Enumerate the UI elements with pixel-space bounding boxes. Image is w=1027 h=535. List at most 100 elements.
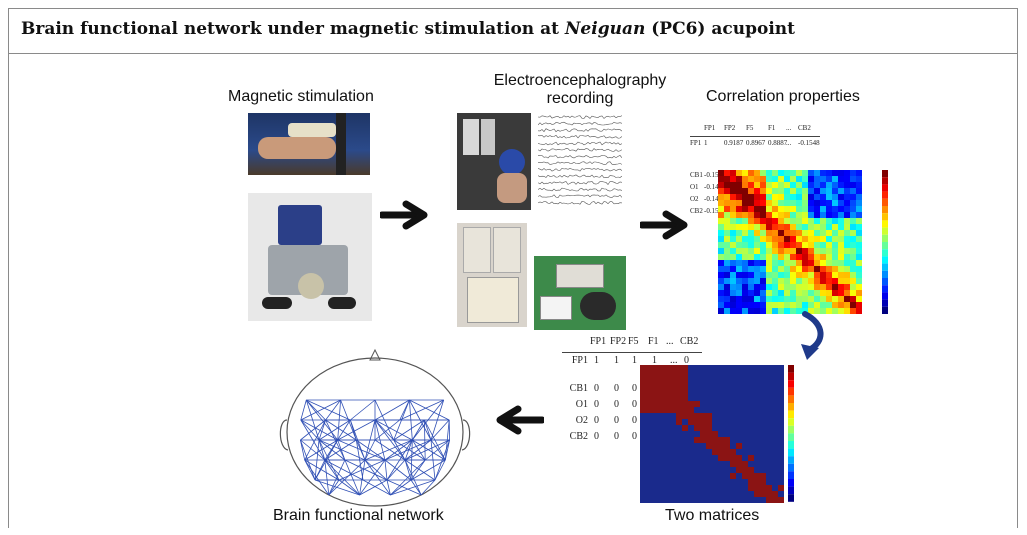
bin-matrix-cell [736, 461, 742, 467]
bin-matrix-cell [748, 467, 754, 473]
corr-heat-cell [796, 182, 802, 188]
corr-cell: 1 [704, 139, 708, 147]
corr-heat-cell [760, 260, 766, 266]
corr-heat-cell [748, 272, 754, 278]
network-edge [304, 459, 330, 496]
corr-heat-cell [724, 284, 730, 290]
corr-heat-cell [730, 266, 736, 272]
corr-heat-cell [856, 254, 862, 260]
corr-heat-cell [748, 182, 754, 188]
corr-heat-cell [850, 176, 856, 182]
corr-heat-cell [826, 206, 832, 212]
corr-heat-cell [784, 302, 790, 308]
bin-matrix-cell [754, 479, 760, 485]
corr-heat-cell [754, 188, 760, 194]
network-edge [410, 479, 422, 496]
corr-heat-cell [808, 290, 814, 296]
network-edge [424, 439, 450, 461]
network-edge [364, 439, 376, 461]
bin-matrix-cell [658, 365, 664, 371]
corr-heat-cell [850, 308, 856, 314]
bin-matrix-cell [664, 395, 670, 401]
eeg-trace-line [538, 167, 622, 172]
corr-heat-cell [808, 248, 814, 254]
corr-heat-cell [826, 194, 832, 200]
corr-col-header: ... [786, 124, 792, 132]
corr-heat-cell [844, 284, 850, 290]
bin-matrix-cell [760, 491, 766, 497]
corr-heat-cell [742, 248, 748, 254]
corr-heat-cell [844, 218, 850, 224]
corr-heat-cell [808, 212, 814, 218]
corr-heat-cell [778, 242, 784, 248]
corr-heat-cell [742, 188, 748, 194]
bin-matrix-cell [706, 437, 712, 443]
corr-heat-cell [850, 170, 856, 176]
corr-heat-cell [814, 242, 820, 248]
corr-heat-cell [766, 284, 772, 290]
corr-heat-cell [826, 278, 832, 284]
corr-heat-cell [844, 206, 850, 212]
corr-heat-cell [736, 170, 742, 176]
corr-heat-cell [814, 188, 820, 194]
corr-heat-cell [754, 248, 760, 254]
corr-heat-cell [760, 254, 766, 260]
bin-cell: 0 [594, 415, 599, 426]
network-edge [374, 439, 406, 461]
corr-heat-cell [748, 224, 754, 230]
corr-heat-cell [826, 176, 832, 182]
corr-heat-cell [784, 224, 790, 230]
corr-heat-cell [784, 248, 790, 254]
corr-heat-cell [736, 254, 742, 260]
corr-heat-cell [838, 212, 844, 218]
bin-matrix-cell [712, 437, 718, 443]
corr-heat-cell [748, 302, 754, 308]
bin-matrix-cell [706, 413, 712, 419]
corr-heat-cell [838, 206, 844, 212]
eeg-trace-line [538, 115, 622, 119]
corr-row-label: FP1 [690, 139, 702, 147]
corr-heat-cell [718, 200, 724, 206]
corr-heat-cell [724, 218, 730, 224]
corr-heat-cell [856, 218, 862, 224]
corr-heat-cell [796, 260, 802, 266]
network-edge [359, 459, 386, 496]
network-edge [374, 399, 410, 421]
bin-matrix-cell [670, 383, 676, 389]
corr-heat-cell [814, 230, 820, 236]
corr-heat-cell [838, 224, 844, 230]
bin-matrix-cell [682, 371, 688, 377]
corr-heat-cell [730, 206, 736, 212]
corr-heat-cell [736, 218, 742, 224]
bin-matrix-cell [694, 413, 700, 419]
corr-heat-cell [856, 224, 862, 230]
corr-heat-cell [730, 212, 736, 218]
corr-heat-cell [778, 194, 784, 200]
network-edge [359, 479, 388, 496]
corr-heat-cell [766, 206, 772, 212]
corr-heat-cell [784, 272, 790, 278]
network-edge [390, 479, 412, 496]
bin-row-label: O1 [575, 399, 588, 410]
bin-cell: 0 [632, 415, 637, 426]
bin-cell: 0 [684, 355, 689, 366]
corr-heat-cell [820, 236, 826, 242]
corr-heat-cell [772, 254, 778, 260]
corr-row-label: CB1 [690, 171, 703, 179]
corr-heat-cell [742, 254, 748, 260]
corr-heat-cell [742, 266, 748, 272]
corr-heat-cell [754, 278, 760, 284]
bin-matrix-cell [730, 473, 736, 479]
corr-heat-cell [718, 266, 724, 272]
corr-heat-cell [844, 212, 850, 218]
eeg-trace-line [538, 194, 622, 199]
network-edge [374, 419, 400, 441]
network-edge [337, 439, 346, 461]
bin-matrix-cell [724, 437, 730, 443]
corr-heat-cell [736, 266, 742, 272]
corr-heat-cell [772, 230, 778, 236]
bin-matrix-cell [670, 389, 676, 395]
corr-heat-cell [814, 224, 820, 230]
corr-heat-cell [736, 236, 742, 242]
